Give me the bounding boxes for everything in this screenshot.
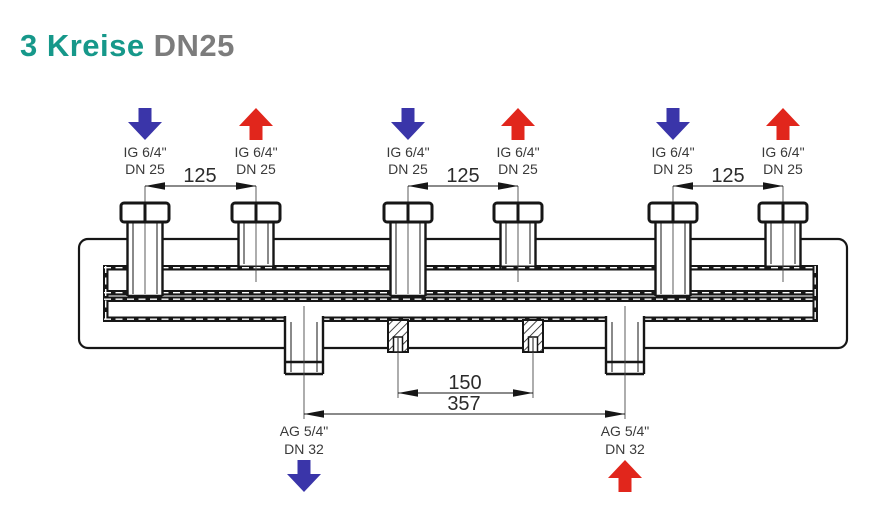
connection-dn-label: DN 25 xyxy=(763,161,803,177)
flow-arrow-up-icon xyxy=(239,108,273,140)
connection-dn-label: DN 32 xyxy=(605,441,645,457)
connection-dn-label: DN 32 xyxy=(284,441,324,457)
dimension-357: 357 xyxy=(304,393,625,418)
manifold-enclosure xyxy=(77,237,849,350)
flow-arrow-down-icon xyxy=(128,108,162,140)
connection-thread-label: AG 5/4" xyxy=(601,423,650,439)
title-circuits: 3 Kreise xyxy=(20,28,145,63)
connection-thread-label: IG 6/4" xyxy=(123,144,166,160)
connection-thread-label: IG 6/4" xyxy=(234,144,277,160)
flow-arrow-down-icon xyxy=(656,108,690,140)
connection-dn-label: DN 25 xyxy=(125,161,165,177)
connection-thread-label: IG 6/4" xyxy=(761,144,804,160)
drain-plug-left xyxy=(387,319,409,398)
dimension-value: 150 xyxy=(448,372,481,394)
dimension-value: 125 xyxy=(446,165,479,187)
connection-thread-label: IG 6/4" xyxy=(651,144,694,160)
connection-dn-label: DN 25 xyxy=(498,161,538,177)
bottom-connection-left: AG 5/4" DN 32 xyxy=(280,306,329,492)
dimension-125-1: 125 xyxy=(145,165,256,190)
dimension-125-3: 125 xyxy=(673,165,783,190)
top-connection-1: IG 6/4" DN 25 xyxy=(119,108,171,298)
bottom-connection-right: AG 5/4" DN 32 xyxy=(601,306,650,492)
dimension-value: 125 xyxy=(711,165,744,187)
dimension-value: 125 xyxy=(183,165,216,187)
top-connection-6: IG 6/4" DN 25 xyxy=(757,108,809,282)
connection-dn-label: DN 25 xyxy=(236,161,276,177)
dimension-125-2: 125 xyxy=(408,165,518,190)
connection-dn-label: DN 25 xyxy=(653,161,693,177)
drain-plug-right xyxy=(522,319,544,398)
connection-thread-label: IG 6/4" xyxy=(496,144,539,160)
dimension-value: 357 xyxy=(447,393,480,415)
flow-arrow-down-icon xyxy=(391,108,425,140)
title-size: DN25 xyxy=(153,28,235,63)
flow-arrow-up-icon xyxy=(608,460,642,492)
connection-thread-label: AG 5/4" xyxy=(280,423,329,439)
top-connection-5: IG 6/4" DN 25 xyxy=(647,108,699,298)
manifold-chambers xyxy=(103,265,818,322)
top-connection-3: IG 6/4" DN 25 xyxy=(382,108,434,298)
flow-arrow-down-icon xyxy=(287,460,321,492)
top-connection-4: IG 6/4" DN 25 xyxy=(492,108,544,282)
dimension-150: 150 xyxy=(398,372,533,397)
top-connection-2: IG 6/4" DN 25 xyxy=(230,108,282,282)
flow-arrow-up-icon xyxy=(766,108,800,140)
flow-arrow-up-icon xyxy=(501,108,535,140)
connection-thread-label: IG 6/4" xyxy=(386,144,429,160)
connection-dn-label: DN 25 xyxy=(388,161,428,177)
